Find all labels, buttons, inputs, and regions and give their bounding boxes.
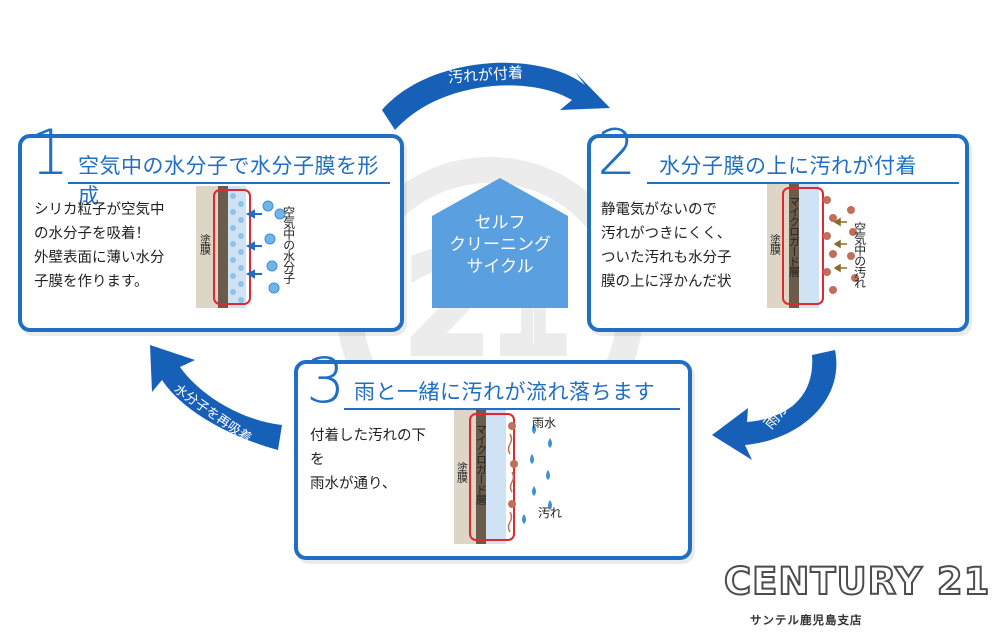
century21-logo: CENTURY 21: [723, 559, 991, 604]
step2-title-rule: [647, 182, 959, 184]
step1-title: 空気中の水分子で水分子膜を形成: [78, 154, 379, 208]
arrow-top: [382, 62, 610, 131]
step2-side-label: 空気中の汚れ: [852, 222, 867, 288]
step3-paint-label: 塗膜: [455, 462, 469, 482]
step2-card: 2 水分子膜の上に汚れが付着 静電気がないので 汚れがつきにくく、 ついた汚れも…: [587, 122, 969, 332]
center-label: セルフ クリーニング サイクル: [449, 213, 551, 277]
step2-number: 2: [597, 116, 637, 189]
step2-paint-label: 塗膜: [768, 234, 782, 254]
step3-number: 3: [306, 344, 346, 417]
step1-number: 1: [30, 116, 70, 189]
step1-paint-label: 塗膜: [198, 234, 212, 254]
step2-description: 静電気がないので 汚れがつきにくく、 ついた汚れも水分子 膜の上に浮かんだ状: [601, 202, 732, 290]
step3-description: 付着した汚れの下 を 雨水が通り、: [310, 428, 426, 492]
branch-name: サンテル鹿児島支店: [750, 613, 863, 627]
arrow-right: [712, 350, 837, 460]
step1-card: 1 空気中の水分子で水分子膜を形成 シリカ粒子が空気中 の水分子を吸着！ 外壁表…: [18, 122, 404, 332]
step1-side-label: 空気中の水分子: [281, 206, 296, 283]
step3-dirt-label: 汚れ: [538, 506, 563, 520]
step3-title: 雨と一緒に汚れが流れ落ちます: [354, 380, 655, 404]
step3-title-rule: [344, 408, 680, 410]
step3-illustration: [454, 410, 552, 544]
center-house-shape: [432, 178, 568, 308]
step1-title-rule: [68, 182, 390, 184]
step1-description: シリカ粒子が空気中 の水分子を吸着！ 外壁表面に薄い水分 子膜を作ります。: [34, 202, 165, 290]
step3-rain-label: 雨水: [532, 416, 557, 430]
arrow-left: [150, 345, 282, 450]
step2-title: 水分子膜の上に汚れが付着: [659, 154, 917, 178]
step1-illustration: [196, 186, 286, 308]
step3-layer-label: マイクロガード層: [474, 424, 488, 504]
step3-card: 3 雨と一緒に汚れが流れ落ちます 付着した汚れの下 を 雨水が通り、 塗膜 マイ…: [294, 350, 692, 560]
step2-layer-label: マイクロガード層: [787, 196, 801, 276]
step2-illustration: [767, 184, 859, 308]
